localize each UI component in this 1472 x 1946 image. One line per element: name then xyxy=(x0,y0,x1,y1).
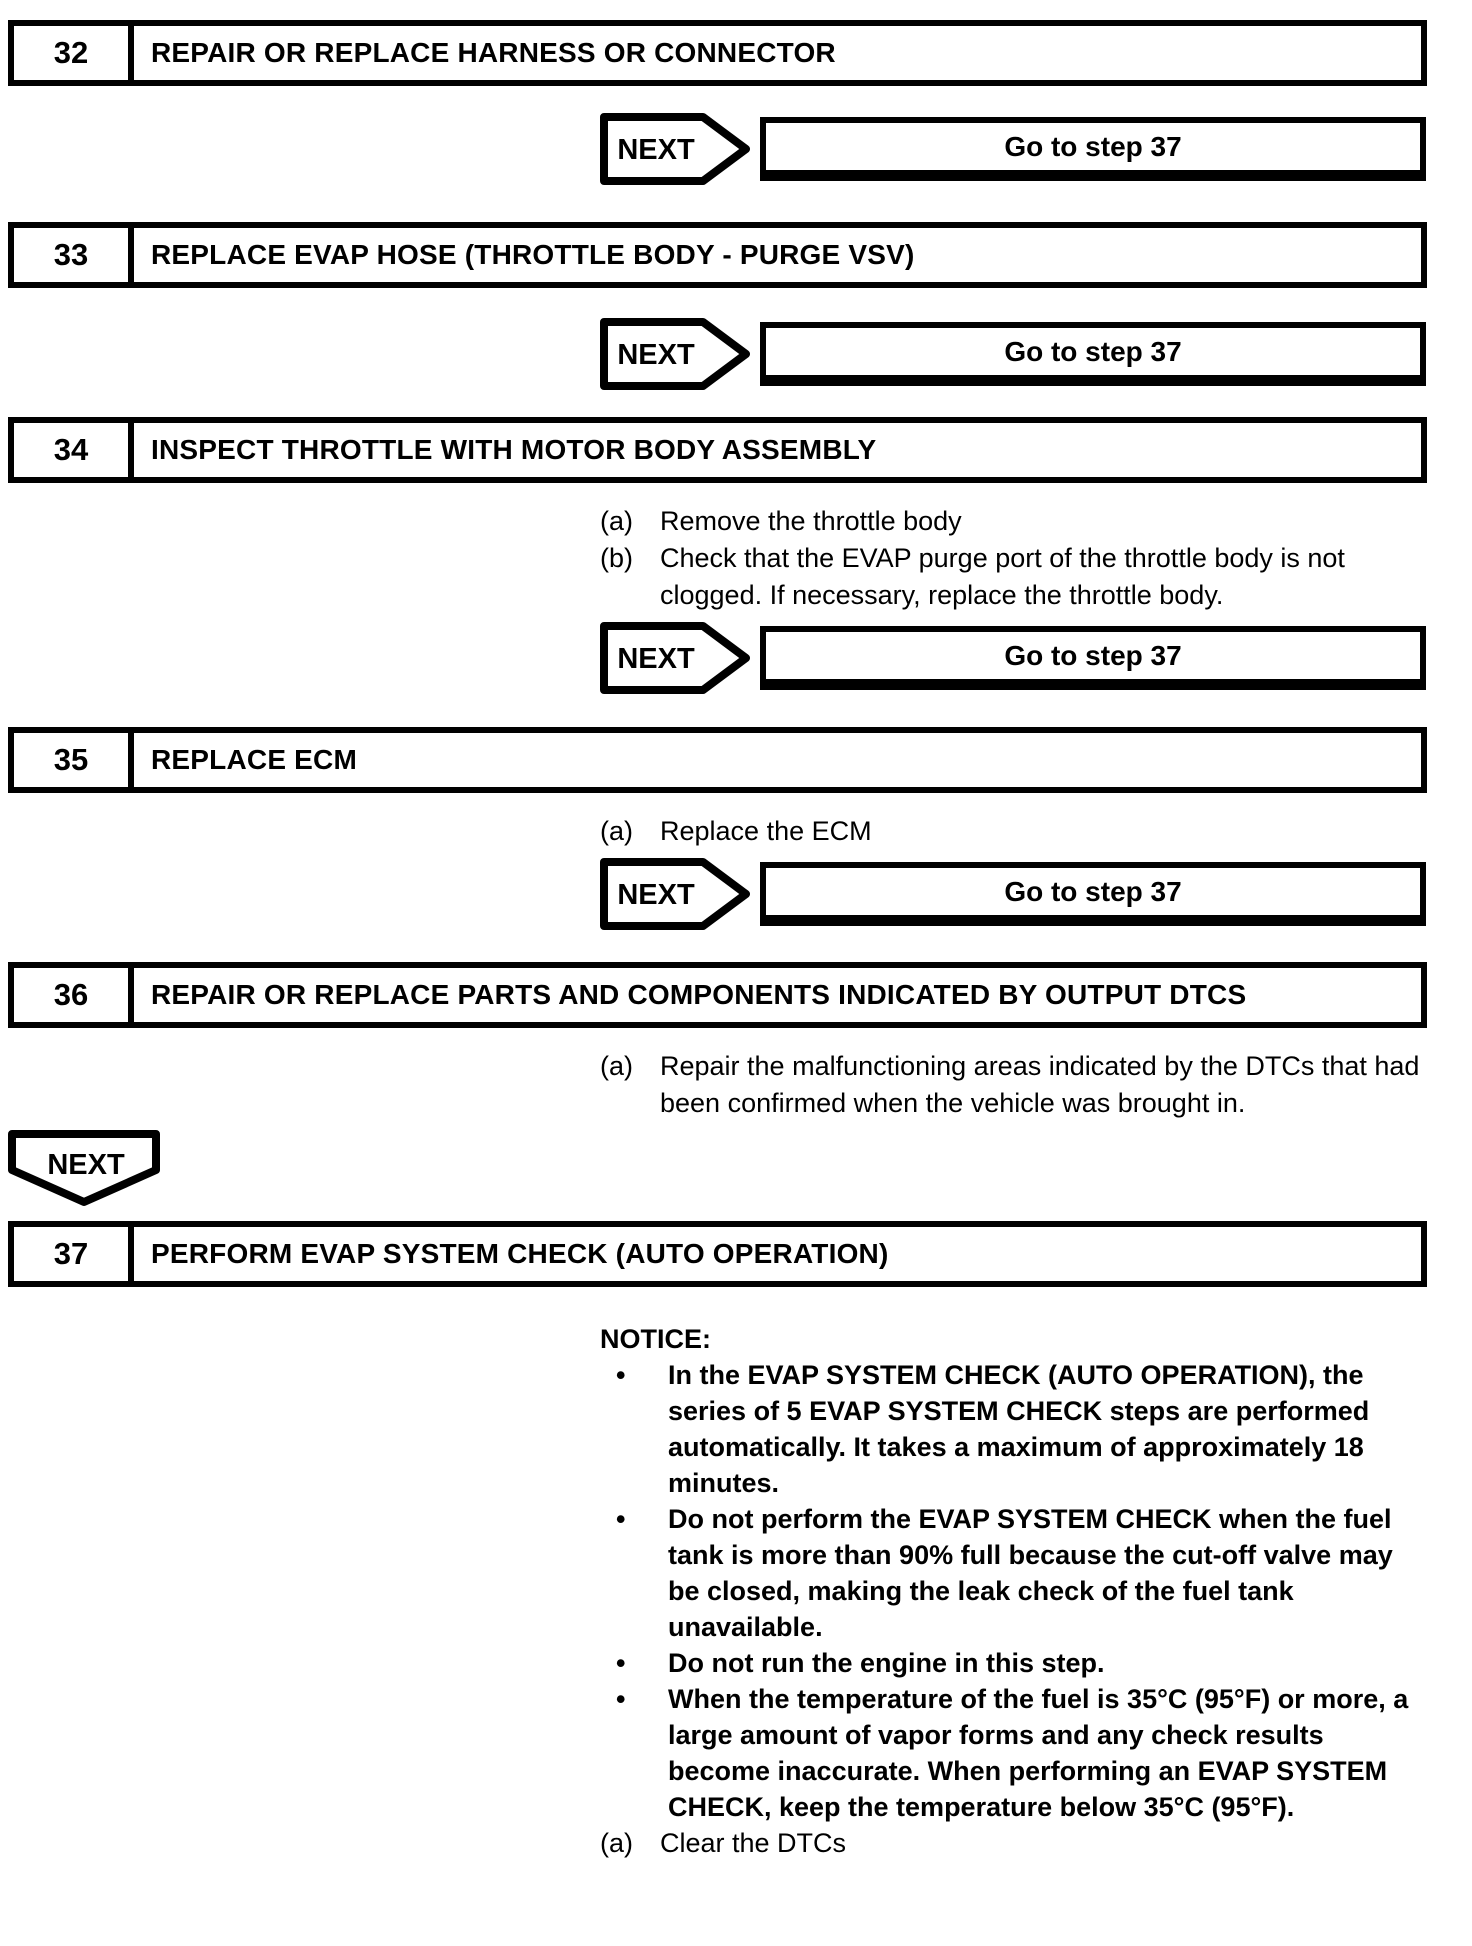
substep-text: Remove the throttle body xyxy=(660,506,962,536)
substep-marker: (a) xyxy=(600,816,633,846)
step-number: 35 xyxy=(14,733,134,787)
next-label: NEXT xyxy=(617,134,695,166)
step-37-header: 37 PERFORM EVAP SYSTEM CHECK (AUTO OPERA… xyxy=(8,1221,1427,1287)
notice-block: NOTICE: • In the EVAP SYSTEM CHECK (AUTO… xyxy=(600,1321,1427,1862)
substep: (a) Repair the malfunctioning areas indi… xyxy=(600,1048,1427,1122)
step-number: 36 xyxy=(14,968,134,1022)
step-title: REPLACE ECM xyxy=(151,744,357,775)
step-title: INSPECT THROTTLE WITH MOTOR BODY ASSEMBL… xyxy=(151,434,877,465)
bullet-dot: • xyxy=(616,1684,626,1714)
substep-marker: (b) xyxy=(600,543,633,573)
substep: (b) Check that the EVAP purge port of th… xyxy=(600,540,1427,614)
next-arrow-right-icon: NEXT xyxy=(600,113,750,185)
notice-bullet: • Do not perform the EVAP SYSTEM CHECK w… xyxy=(600,1501,1427,1645)
substep-text: Repair the malfunctioning areas indicate… xyxy=(660,1051,1420,1118)
bullet-dot: • xyxy=(616,1648,626,1678)
next-label: NEXT xyxy=(617,643,695,675)
notice-bullet-text: When the temperature of the fuel is 35°C… xyxy=(668,1684,1409,1822)
step-34-header: 34 INSPECT THROTTLE WITH MOTOR BODY ASSE… xyxy=(8,417,1427,483)
step-32-header: 32 REPAIR OR REPLACE HARNESS OR CONNECTO… xyxy=(8,20,1427,86)
substep-marker: (a) xyxy=(600,1828,633,1858)
notice-bullet-text: Do not perform the EVAP SYSTEM CHECK whe… xyxy=(668,1504,1393,1642)
goto-step-box: Go to step 37 xyxy=(760,626,1426,690)
next-result-row: NEXT Go to step 37 xyxy=(600,318,1427,390)
step-title: PERFORM EVAP SYSTEM CHECK (AUTO OPERATIO… xyxy=(151,1238,889,1269)
substep: (a) Clear the DTCs xyxy=(600,1825,1427,1862)
notice-bullet: • In the EVAP SYSTEM CHECK (AUTO OPERATI… xyxy=(600,1357,1427,1501)
notice-bullet-text: Do not run the engine in this step. xyxy=(668,1648,1105,1678)
step-number: 32 xyxy=(14,26,134,80)
notice-bullet: • Do not run the engine in this step. xyxy=(600,1645,1427,1681)
step-title: REPAIR OR REPLACE HARNESS OR CONNECTOR xyxy=(151,37,836,68)
next-label: NEXT xyxy=(617,339,695,371)
goto-step-box: Go to step 37 xyxy=(760,117,1426,181)
next-arrow-right-icon: NEXT xyxy=(600,622,750,694)
step-title: REPLACE EVAP HOSE (THROTTLE BODY - PURGE… xyxy=(151,239,915,270)
goto-step-box: Go to step 37 xyxy=(760,862,1426,926)
substep-text: Check that the EVAP purge port of the th… xyxy=(660,543,1345,610)
substep-marker: (a) xyxy=(600,506,633,536)
next-label: NEXT xyxy=(617,879,695,911)
bullet-dot: • xyxy=(616,1504,626,1534)
substep-text: Clear the DTCs xyxy=(660,1828,847,1858)
next-arrow-down-icon: NEXT xyxy=(8,1130,160,1206)
step-number: 37 xyxy=(14,1227,134,1281)
step-34-substeps: (a) Remove the throttle body (b) Check t… xyxy=(600,503,1427,614)
notice-bullet-text: In the EVAP SYSTEM CHECK (AUTO OPERATION… xyxy=(668,1360,1370,1498)
next-label: NEXT xyxy=(47,1149,125,1181)
goto-step-box: Go to step 37 xyxy=(760,322,1426,386)
next-result-row: NEXT Go to step 37 xyxy=(600,858,1427,930)
next-result-row: NEXT Go to step 37 xyxy=(600,622,1427,694)
bullet-dot: • xyxy=(616,1360,626,1390)
substep-marker: (a) xyxy=(600,1051,633,1081)
next-arrow-right-icon: NEXT xyxy=(600,858,750,930)
step-33-header: 33 REPLACE EVAP HOSE (THROTTLE BODY - PU… xyxy=(8,222,1427,288)
notice-bullet: • When the temperature of the fuel is 35… xyxy=(600,1681,1427,1825)
next-arrow-right-icon: NEXT xyxy=(600,318,750,390)
step-number: 34 xyxy=(14,423,134,477)
substep-text: Replace the ECM xyxy=(660,816,872,846)
substep: (a) Remove the throttle body xyxy=(600,503,1427,540)
step-36-substeps: (a) Repair the malfunctioning areas indi… xyxy=(600,1048,1427,1122)
step-35-header: 35 REPLACE ECM xyxy=(8,727,1427,793)
next-result-row: NEXT Go to step 37 xyxy=(600,113,1427,185)
step-title: REPAIR OR REPLACE PARTS AND COMPONENTS I… xyxy=(151,979,1247,1010)
substep: (a) Replace the ECM xyxy=(600,813,1427,850)
step-36-header: 36 REPAIR OR REPLACE PARTS AND COMPONENT… xyxy=(8,962,1427,1028)
step-35-substeps: (a) Replace the ECM xyxy=(600,813,1427,850)
step-number: 33 xyxy=(14,228,134,282)
notice-label: NOTICE: xyxy=(600,1324,711,1354)
